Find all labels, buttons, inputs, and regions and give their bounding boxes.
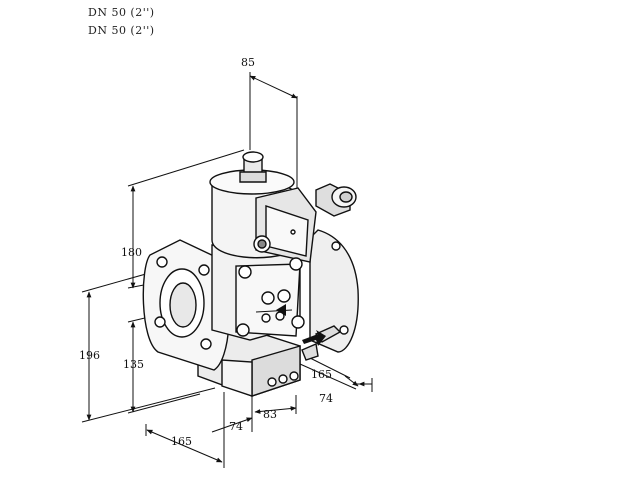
- dim-165-right: 165: [311, 368, 332, 381]
- dim-196: 196: [79, 349, 100, 362]
- valve-body: [142, 151, 359, 397]
- dim-74-bottom: 74: [229, 420, 243, 433]
- dim-85: 85: [241, 56, 255, 69]
- dim-83: 83: [263, 408, 277, 421]
- header-line-2: DN 50 (2''): [88, 24, 155, 37]
- header-line-1: DN 50 (2''): [88, 6, 155, 19]
- test-nipple: [301, 325, 342, 361]
- dim-180: 180: [121, 246, 142, 259]
- dim-135: 135: [123, 358, 144, 371]
- dim-165-left: 165: [171, 435, 192, 448]
- cable-gland: [315, 183, 357, 217]
- dim-74-right: 74: [319, 392, 333, 405]
